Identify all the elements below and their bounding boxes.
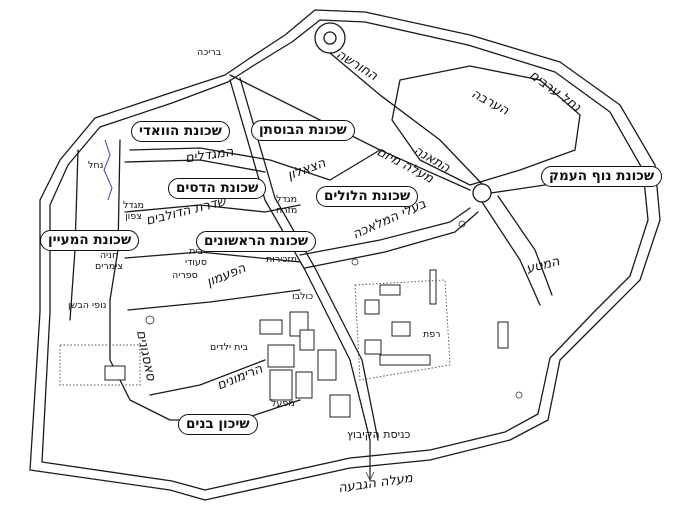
place-refet: רפת: [423, 329, 441, 340]
neighborhood-hadasim: שכונת הדסים: [168, 178, 267, 199]
buildings: [104, 269, 509, 418]
refet-dotted-area: [354, 279, 451, 381]
place-mazkirut: מזכירות: [266, 254, 298, 265]
road-hapaamon: [124, 251, 301, 263]
road-hamigdalim: [124, 159, 266, 173]
place-breicha: בריכה: [197, 47, 222, 58]
place-kolbo: כולבו: [292, 291, 314, 302]
road-baalei-hamelacha: [299, 207, 471, 256]
place-knisat-hakibbutz: כניסת הקיבוץ: [347, 428, 411, 441]
neighborhood-harishonim: שכונת הראשונים: [196, 231, 317, 252]
place-hanaya: חניה צימרים: [95, 250, 124, 272]
neighborhood-noof-haemek: שכונת נוף העמק: [541, 166, 663, 187]
perimeter-road-inner: [41, 19, 649, 491]
place-beit-yeladim: בית ילדים: [210, 342, 249, 353]
road-baalei-hamelacha-2: [304, 211, 479, 269]
neighborhood-wadi: שכונת הוואדי: [131, 121, 230, 142]
neighborhood-bustan: שכונת הבוסתן: [251, 120, 355, 141]
road-hamata: [481, 201, 541, 306]
neighborhood-hamaayan: שכונת המעיין: [40, 230, 140, 251]
road-hamata-2: [497, 195, 553, 296]
neighborhood-shikun-banim: שיכון בנים: [178, 414, 258, 435]
road-central-ns: [229, 79, 371, 441]
road-hatzeelon: [129, 147, 381, 181]
road-sderat-hadulavim: [124, 204, 301, 213]
perimeter-road: [29, 9, 661, 501]
roundabout-top-inner: [323, 31, 337, 45]
place-migdal-tzafon: מגדל צפון: [123, 200, 144, 222]
neighborhood-lulim: שכונת הלולים: [316, 186, 419, 207]
place-nofei-habashan: נופי הבשן: [68, 300, 107, 311]
haarava-loop: [391, 65, 581, 186]
nofei-habashan-dotted: [59, 344, 141, 386]
place-sifriya: ספריה: [172, 270, 198, 281]
roundabout-middle: [472, 183, 492, 203]
road-central-ns-2: [239, 77, 379, 441]
place-beit-seudi: בית סעודי: [185, 246, 208, 268]
place-migdal-mizrah: מגדל מזרח: [276, 194, 298, 216]
stream-line: [103, 139, 113, 201]
road-hapaamon-2: [127, 289, 301, 311]
entrance-arrow: [365, 440, 375, 481]
road-harimonim: [149, 359, 266, 396]
place-mifal: מפעל: [271, 398, 295, 409]
place-nahal: נחל: [88, 160, 104, 171]
road-hahoresha: [329, 52, 483, 185]
